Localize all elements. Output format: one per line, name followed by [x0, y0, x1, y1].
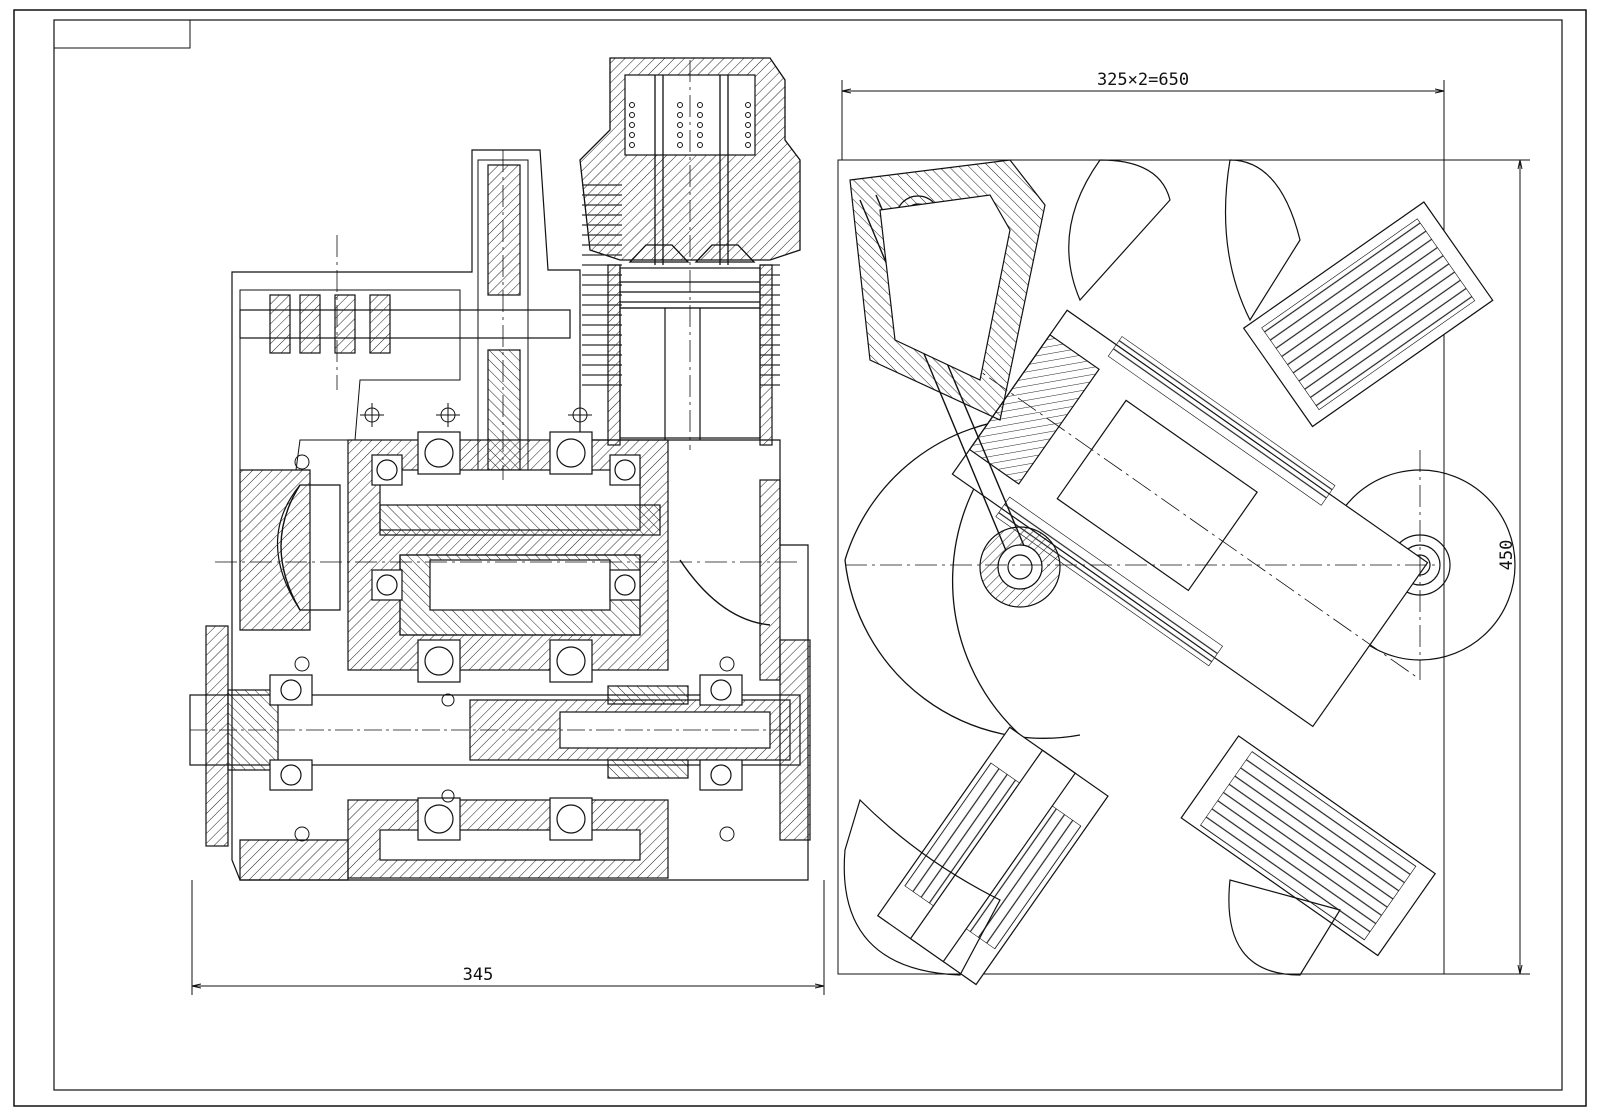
bolts [294, 403, 735, 842]
rotated-view-right [837, 159, 1516, 986]
diagonal-cylinder-fins [1107, 336, 1336, 506]
sheet-frame [13, 9, 1587, 1107]
dimension-top [841, 80, 1445, 160]
dimension-label-length: 345 [463, 965, 494, 985]
output-shaft [189, 625, 811, 847]
dimension-label-height: 450 [1497, 540, 1517, 571]
bearings [371, 431, 641, 683]
valve-springs [629, 102, 751, 148]
dimension-label-width: 325×2=650 [1097, 70, 1189, 90]
sectional-view-left [189, 57, 811, 881]
dimension-bottom [191, 880, 825, 995]
valves [628, 75, 756, 265]
dimension-right [1444, 159, 1530, 975]
